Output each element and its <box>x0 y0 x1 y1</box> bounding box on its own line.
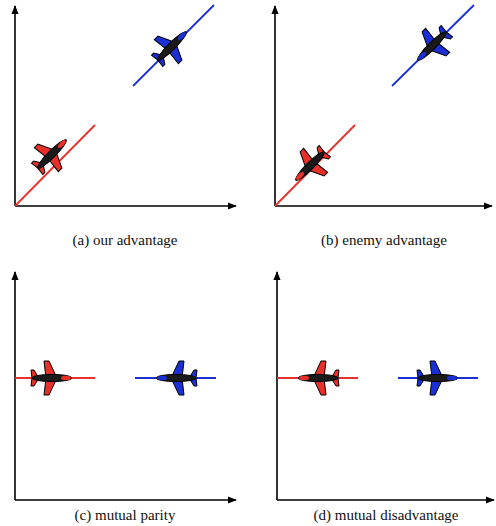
track-lines <box>15 5 478 378</box>
panel-caption: (c) mutual parity <box>75 506 176 524</box>
aircraft <box>25 19 459 395</box>
axes <box>15 6 494 500</box>
panel-caption: (b) enemy advantage <box>321 231 447 249</box>
panel-caption: (a) our advantage <box>73 231 178 249</box>
panel-caption: (d) mutual disadvantage <box>314 506 459 524</box>
